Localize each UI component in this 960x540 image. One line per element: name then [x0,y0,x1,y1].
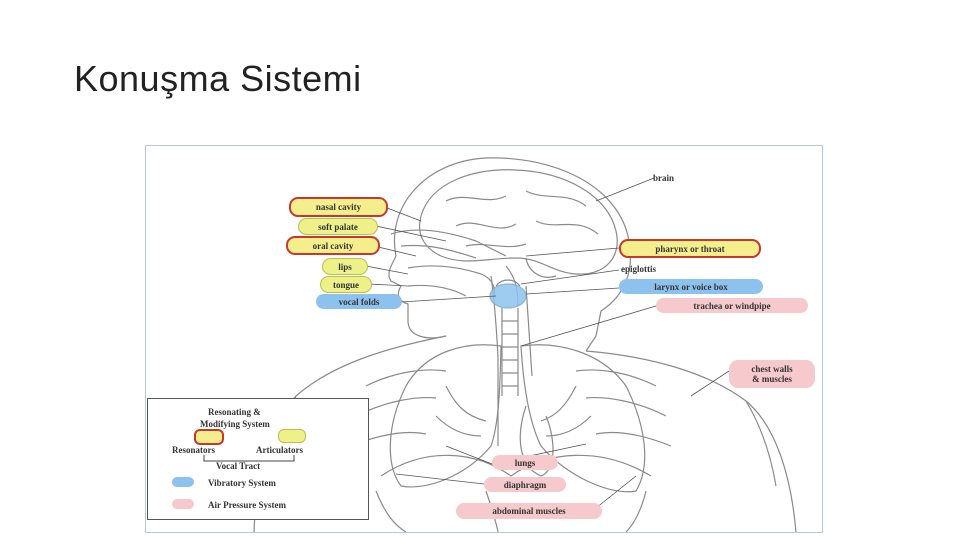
label-vocal-folds: vocal folds [316,294,402,309]
label-lungs: lungs [492,455,558,470]
label-abdominal-muscles: abdominal muscles [456,503,602,519]
label-larynx: larynx or voice box [619,279,763,294]
label-epiglottis: epiglottis [621,265,656,274]
resonator-swatch [194,429,224,445]
legend-title-line1: Resonating & [208,407,261,417]
articulator-swatch [278,429,306,443]
label-soft-palate: soft palate [298,218,378,235]
legend-vocal-tract: Vocal Tract [216,461,260,471]
label-chest-walls: chest walls & muscles [729,360,815,388]
legend-vibratory: Vibratory System [208,478,276,488]
label-diaphragm: diaphragm [484,477,566,492]
legend-air-pressure: Air Pressure System [208,500,286,510]
legend-title-line2: Modifying System [200,419,270,429]
label-pharynx: pharynx or throat [619,239,761,258]
slide-title: Konuşma Sistemi [74,58,362,100]
label-brain: brain [653,174,674,183]
label-chest-walls-line1: chest walls [751,364,792,374]
vibratory-swatch [172,477,194,487]
label-chest-walls-line2: & muscles [752,374,792,384]
label-nasal-cavity: nasal cavity [289,197,388,217]
label-oral-cavity: oral cavity [286,236,380,255]
diagram-legend: Resonating & Modifying System Resonators… [147,398,369,520]
label-trachea: trachea or windpipe [656,298,808,313]
label-tongue: tongue [320,276,372,293]
air-pressure-swatch [172,499,194,509]
label-lips: lips [322,258,368,275]
